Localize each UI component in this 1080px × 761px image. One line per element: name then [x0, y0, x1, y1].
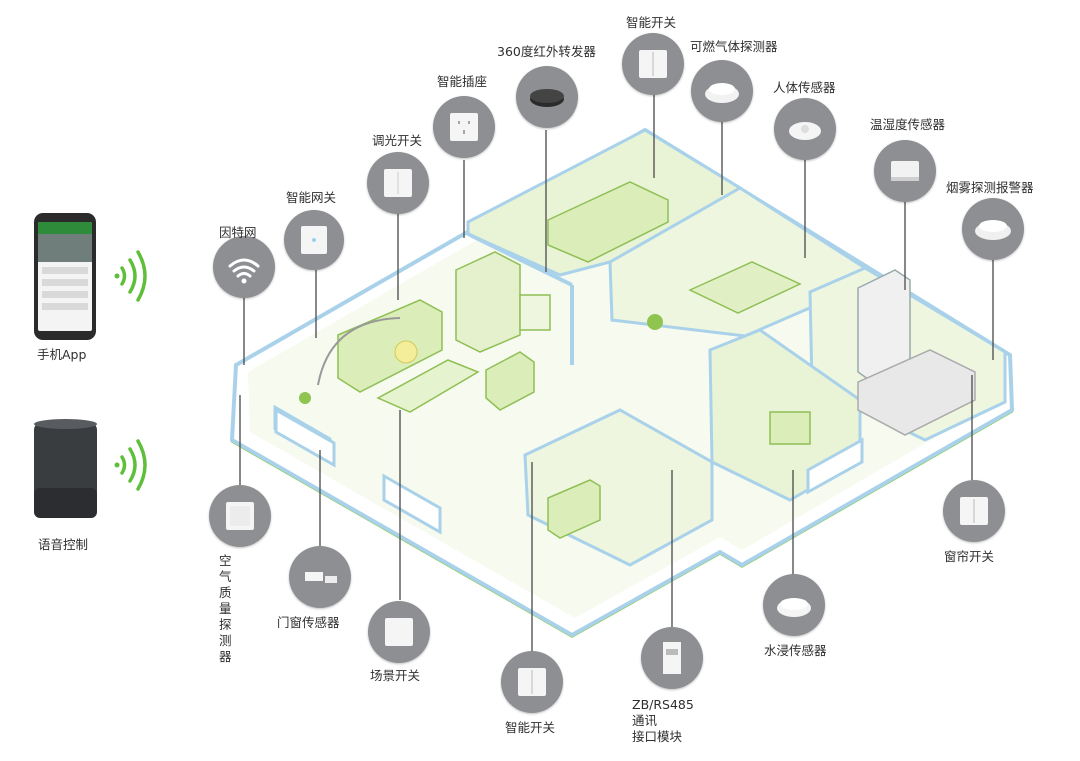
coffee-table: [376, 359, 480, 413]
switch-bottom-icon: [501, 651, 563, 713]
wireless-signal-icon: [114, 250, 147, 302]
door-window-label: 门窗传感器: [277, 615, 340, 630]
socket-icon: [433, 96, 495, 158]
armchair: [485, 351, 535, 411]
motion-sensor-icon: [774, 98, 836, 160]
temp-humidity-label: 温湿度传感器: [870, 117, 946, 132]
ir-blaster-icon: [516, 66, 578, 128]
smart-speaker-icon: [34, 419, 97, 518]
ir-label: 360度红外转发器: [497, 44, 596, 59]
wireless-signal-icon-2: [114, 439, 147, 491]
air-quality-icon: [209, 485, 271, 547]
curtain-label: 窗帘开关: [944, 549, 995, 564]
smoke-detector-icon: [962, 198, 1024, 260]
gateway-icon: [284, 210, 344, 270]
human-label: 人体传感器: [773, 80, 836, 95]
phone-app-label: 手机App: [37, 347, 87, 362]
thermometer-icon: [874, 140, 936, 202]
scene-switch-icon: [368, 601, 430, 663]
internet-label: 因特网: [219, 225, 257, 240]
socket-label: 智能插座: [437, 74, 488, 89]
smart-switch-bottom-label: 智能开关: [505, 720, 556, 735]
dining-table: [688, 261, 802, 314]
dimmer-switch-icon: [367, 152, 429, 214]
voice-control-label: 语音控制: [38, 537, 89, 552]
water-label: 水浸传感器: [764, 643, 827, 658]
module-label: ZB/RS485通讯 接口模块: [632, 697, 694, 744]
gas-detector-icon: [691, 60, 753, 122]
gas-label: 可燃气体探测器: [690, 39, 778, 54]
switch-icon: [622, 33, 684, 95]
wifi-icon: [213, 236, 275, 298]
door-sensor-icon: [289, 546, 351, 608]
sofa: [337, 299, 443, 393]
dimmer-label: 调光开关: [372, 133, 423, 148]
smoke-label: 烟雾探测报警器: [946, 180, 1034, 195]
air-quality-label: 空气质量 探测器: [219, 553, 232, 664]
gateway-label: 智能网关: [286, 190, 337, 205]
module-icon: [641, 627, 703, 689]
smart-switch-top-label: 智能开关: [626, 15, 677, 30]
scene-label: 场景开关: [370, 668, 421, 683]
curtain-switch-icon: [943, 480, 1005, 542]
phone-app-icon: [34, 213, 96, 340]
water-sensor-icon: [763, 574, 825, 636]
